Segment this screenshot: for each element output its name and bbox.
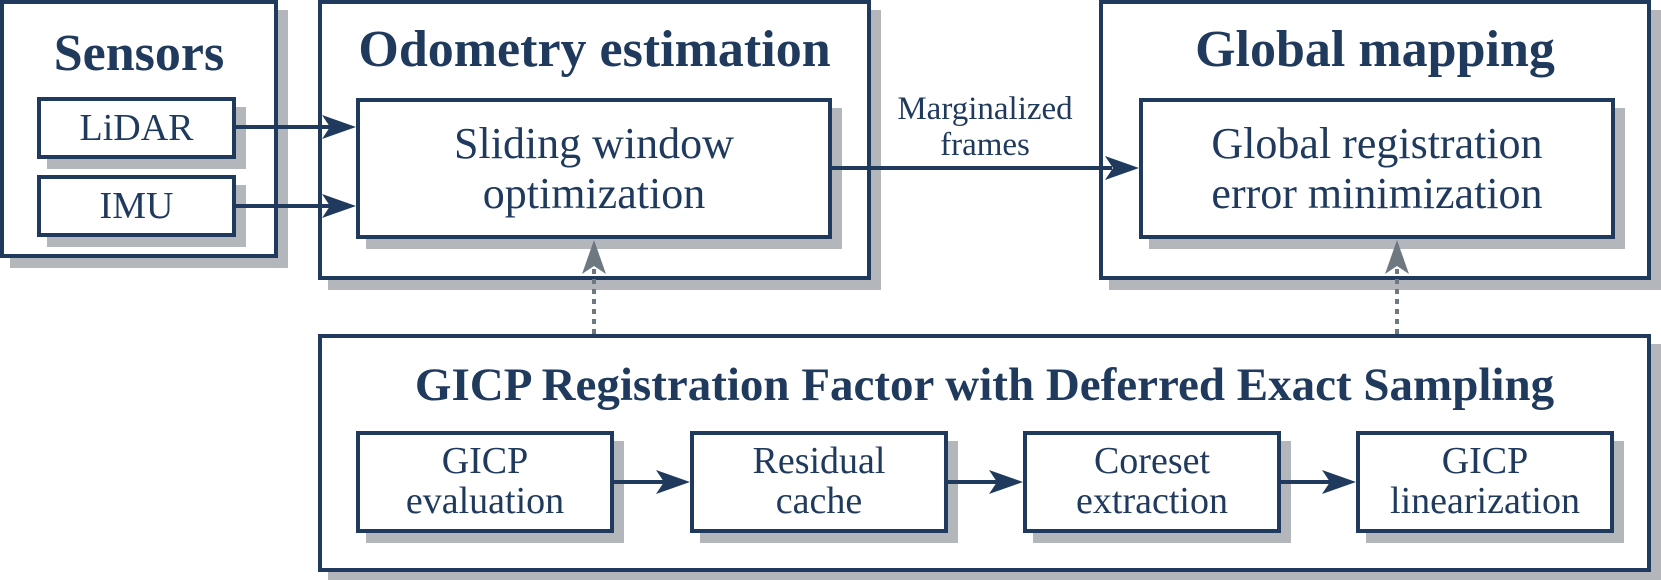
lidar-box: LiDAR — [37, 97, 236, 159]
sliding-window-line1: Sliding window — [454, 119, 734, 169]
gicp-factor-title: GICP Registration Factor with Deferred E… — [414, 359, 1555, 411]
imu-box: IMU — [37, 175, 236, 237]
coreset-extraction-box: Coreset extraction — [1023, 431, 1281, 533]
gicp-linearization-line2: linearization — [1390, 480, 1580, 522]
gicp-evaluation-line1: GICP — [441, 440, 529, 483]
global-registration-box: Global registration error minimization — [1139, 98, 1615, 239]
residual-cache-line2: cache — [775, 480, 863, 522]
global-mapping-title: Global mapping — [1195, 21, 1555, 78]
gicp-linearization-box: GICP linearization — [1356, 431, 1614, 533]
imu-label: IMU — [99, 184, 174, 227]
marginalized-frames-label: Marginalized frames — [880, 91, 1090, 163]
lidar-label: LiDAR — [79, 106, 194, 149]
marginalized-line2: frames — [940, 126, 1030, 163]
coreset-extraction-line2: extraction — [1076, 480, 1228, 522]
gicp-evaluation-box: GICP evaluation — [356, 431, 614, 533]
odometry-title: Odometry estimation — [358, 21, 831, 78]
gicp-linearization-line1: GICP — [1441, 440, 1529, 483]
global-registration-line2: error minimization — [1211, 168, 1543, 218]
sliding-window-box: Sliding window optimization — [356, 98, 832, 239]
global-registration-line1: Global registration — [1211, 119, 1543, 169]
marginalized-line1: Marginalized — [897, 91, 1073, 127]
gicp-evaluation-line2: evaluation — [405, 480, 565, 522]
residual-cache-line1: Residual — [752, 440, 886, 483]
sliding-window-line2: optimization — [482, 168, 706, 218]
residual-cache-box: Residual cache — [690, 431, 948, 533]
sensors-title: Sensors — [53, 25, 225, 82]
coreset-extraction-line1: Coreset — [1093, 440, 1211, 483]
